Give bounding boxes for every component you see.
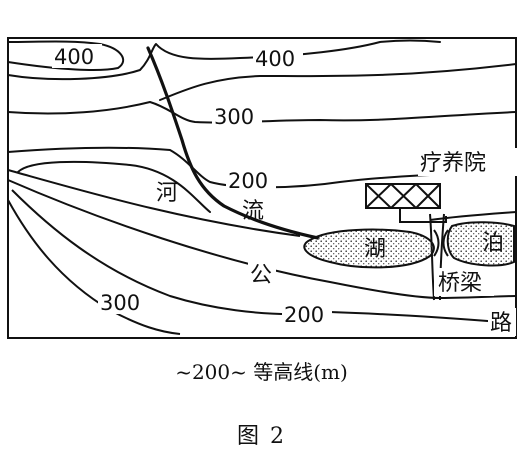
sanatorium-symbol [365,183,447,223]
bridge-label: 桥梁 [438,271,482,296]
map-frame [7,37,517,339]
figure-caption: 图 2 [237,424,286,449]
river-label-liu: 流 [242,199,264,224]
contour-label-300-upper: 300 [214,105,254,129]
river-label-he: 河 [156,181,178,206]
contour-line-300-lower [7,199,181,335]
road-edge-bottom [7,179,517,300]
bridge-symbol [433,229,449,257]
contour-line-upper [7,39,441,81]
map-legend: ~200~ 等高线(m) [175,360,348,384]
contour-map: 400 400 300 200 200 300 河 流 湖 泊 疗养院 桥梁 公… [7,37,518,339]
contour-line-400-right [159,63,517,101]
contour-label-300-lower: 300 [100,291,140,315]
road-label-gong: 公 [250,263,272,288]
lake-label-hu: 湖 [364,237,386,262]
contour-label-200-upper: 200 [228,169,268,193]
sanatorium-label: 疗养院 [420,151,486,176]
road-edge-top [7,169,517,237]
contour-label-200-lower: 200 [284,303,324,327]
contour-line-200-upper [7,146,517,189]
contour-line-400-left [7,40,125,71]
lake-left [303,228,435,269]
road-label-lu: 路 [490,311,512,336]
lake-right [446,221,515,267]
lake-label-po: 泊 [482,231,504,256]
contour-line-200-lower [11,189,291,315]
contour-line-200-loop [17,160,211,213]
contour-label-400-left: 400 [54,45,94,69]
contour-label-400-right: 400 [255,47,295,71]
contour-line-lower-right [329,311,501,323]
river [146,46,320,240]
